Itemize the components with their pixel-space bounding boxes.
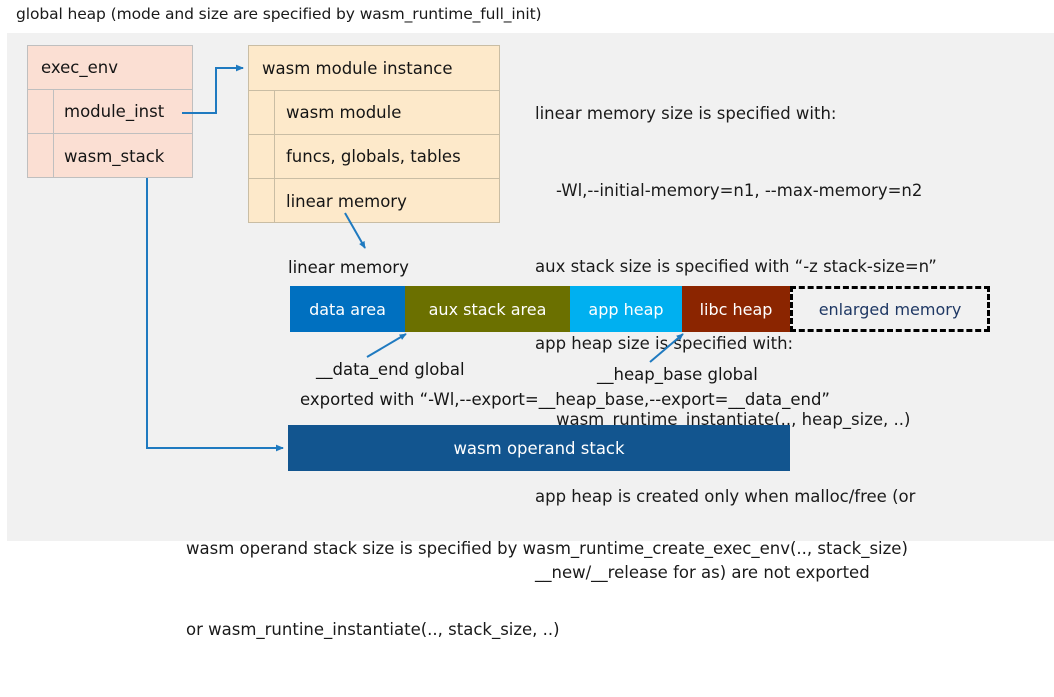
note-line: app heap size is specified with: <box>535 333 794 353</box>
memory-segment-data-area: data area <box>290 286 405 332</box>
note-line: aux stack size is specified with “-z sta… <box>535 257 937 276</box>
module-instance-field-label: linear memory <box>286 191 407 211</box>
indent-column <box>28 90 54 133</box>
annotation-data-end: __data_end global <box>316 360 465 379</box>
annotation-exported-with: exported with “-Wl,--export=__heap_base,… <box>300 390 830 409</box>
module-instance-field-label: wasm module <box>286 103 402 122</box>
exec-env-field-label: wasm_stack <box>64 146 165 166</box>
module-instance-field-wasm-module: wasm module <box>249 91 499 135</box>
exec-env-field-label: module_inst <box>64 102 165 121</box>
note-line: app heap is created only when malloc/fre… <box>535 486 916 506</box>
exec-env-field-module-inst: module_inst <box>28 90 192 134</box>
memory-segment-app-heap: app heap <box>570 286 682 332</box>
memory-segment-enlarged-memory: enlarged memory <box>790 286 990 332</box>
note-line: or wasm_runtine_instantiate(.., stack_si… <box>186 620 560 639</box>
note-line: wasm operand stack size is specified by … <box>186 539 908 558</box>
wasm-module-instance-header: wasm module instance <box>249 46 499 91</box>
indent-column <box>249 179 275 223</box>
exec-env-field-wasm-stack: wasm_stack <box>28 134 192 178</box>
annotation-heap-base: __heap_base global <box>597 365 758 384</box>
exec-env-box: exec_env module_inst wasm_stack <box>27 45 193 178</box>
wasm-operand-stack-bar: wasm operand stack <box>288 425 790 471</box>
diagram-canvas: global heap (mode and size are specified… <box>7 5 1054 639</box>
wasm-module-instance-box: wasm module instance wasm module funcs, … <box>248 45 500 223</box>
note-line: -Wl,--initial-memory=n1, --max-memory=n2 <box>535 180 923 200</box>
linear-memory-bar: data area aux stack area app heap libc h… <box>290 286 990 332</box>
linear-memory-caption: linear memory <box>288 258 409 277</box>
note-line: wasm_runtime_instantiate(.., heap_size, … <box>535 410 911 429</box>
indent-column <box>249 91 275 134</box>
module-instance-field-linear-memory: linear memory <box>249 179 499 223</box>
memory-segment-libc-heap: libc heap <box>682 286 790 332</box>
module-instance-field-label: funcs, globals, tables <box>286 147 461 166</box>
module-instance-field-funcs-globals-tables: funcs, globals, tables <box>249 135 499 179</box>
linear-memory-notes: linear memory size is specified with: -W… <box>535 50 1040 637</box>
indent-column <box>249 135 275 178</box>
note-line: linear memory size is specified with: <box>535 104 837 123</box>
page-title: global heap (mode and size are specified… <box>16 5 542 23</box>
memory-segment-aux-stack-area: aux stack area <box>405 286 570 332</box>
exec-env-header: exec_env <box>28 46 192 90</box>
indent-column <box>28 134 54 178</box>
operand-stack-note: wasm operand stack size is specified by … <box>186 481 908 697</box>
